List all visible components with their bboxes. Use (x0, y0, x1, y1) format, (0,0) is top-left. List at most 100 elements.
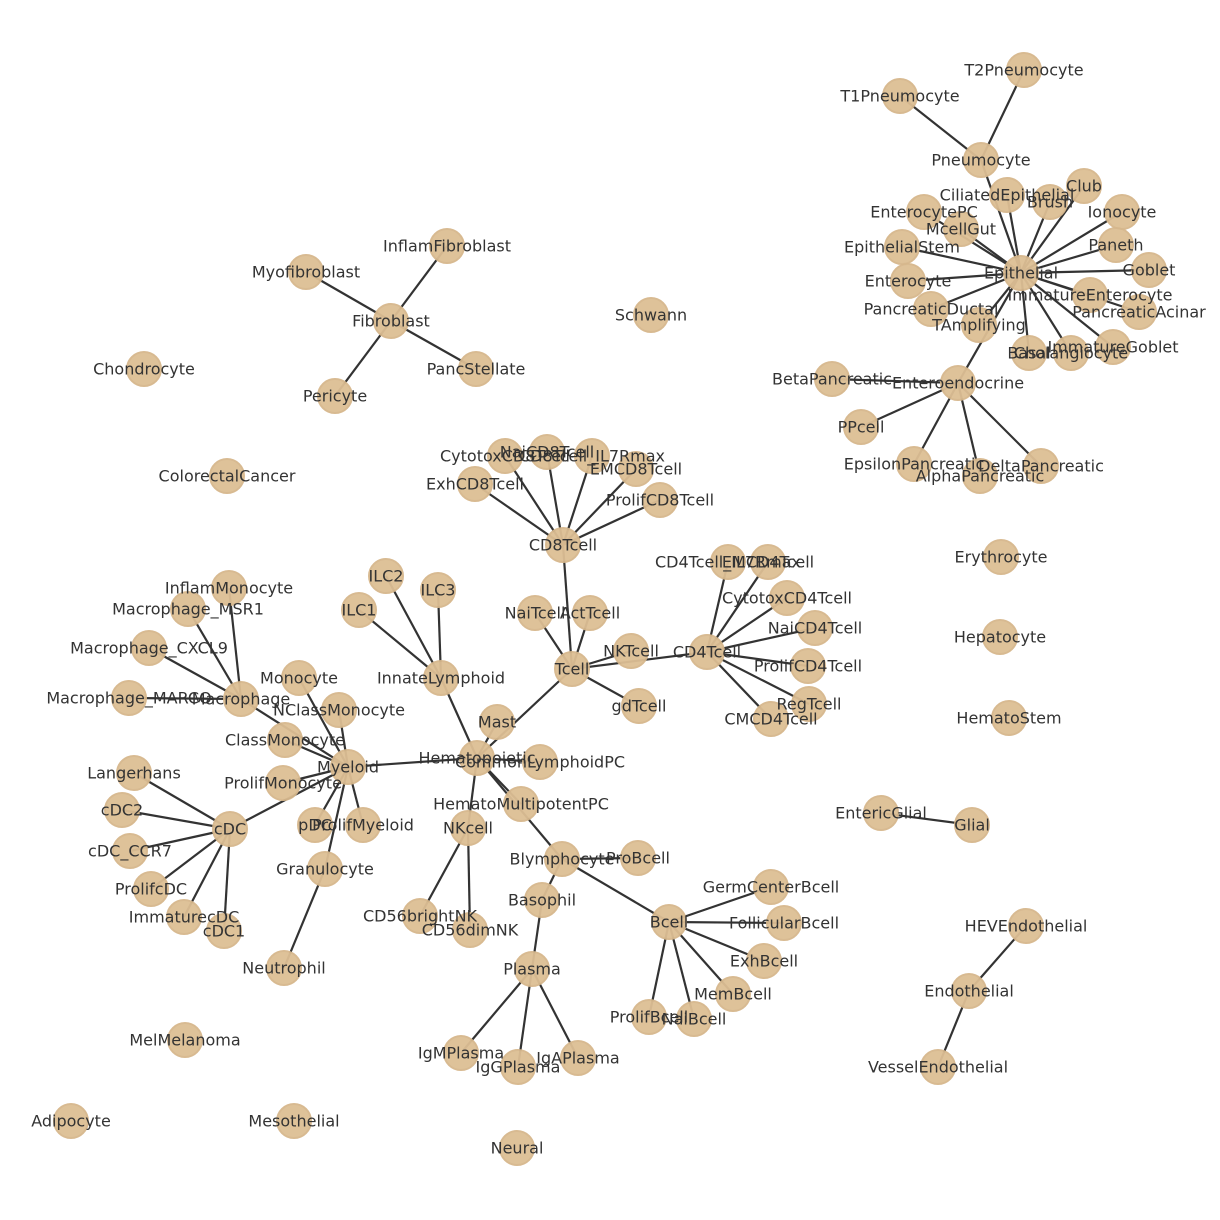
node-cdc1[interactable] (206, 913, 242, 949)
node-ilc2[interactable] (368, 558, 404, 594)
node-blymphocyte[interactable] (544, 841, 580, 877)
node-immaturecdc[interactable] (166, 899, 202, 935)
node-regtcell[interactable] (791, 686, 827, 722)
node-naibcell[interactable] (676, 1001, 712, 1037)
node-t2pneumocyte[interactable] (1006, 52, 1042, 88)
node-ppcell[interactable] (843, 409, 879, 445)
node-myeloid[interactable] (330, 749, 366, 785)
node-naitcell[interactable] (517, 595, 553, 631)
node-igmplasma[interactable] (443, 1035, 479, 1071)
node-prolifbcell[interactable] (631, 999, 667, 1035)
node-cytotoxcd8tcell[interactable] (487, 438, 523, 474)
node-inflammonocyte[interactable] (211, 570, 247, 606)
node-mcellgut[interactable] (943, 211, 979, 247)
node-goblet[interactable] (1131, 252, 1167, 288)
node-cholangiocyte[interactable] (1053, 335, 1089, 371)
node-iggplasma[interactable] (500, 1049, 536, 1085)
node-inflamfibroblast[interactable] (429, 228, 465, 264)
node-cmcd4tcell[interactable] (753, 701, 789, 737)
node-macrophage-msr1[interactable] (170, 591, 206, 627)
node-pneumocyte[interactable] (963, 142, 999, 178)
node-cdc[interactable] (212, 811, 248, 847)
node-cdc-ccr7[interactable] (112, 833, 148, 869)
node-nktcell[interactable] (613, 633, 649, 669)
node-exhbcell[interactable] (746, 943, 782, 979)
node-erythrocyte[interactable] (983, 539, 1019, 575)
node-adipocyte[interactable] (53, 1103, 89, 1139)
node-nkcell[interactable] (450, 810, 486, 846)
node-nclassmonocyte[interactable] (321, 692, 357, 728)
node-hematopoietic[interactable] (459, 740, 495, 776)
node-mast[interactable] (479, 704, 515, 740)
node-melmelanoma[interactable] (167, 1022, 203, 1058)
node-ilc1[interactable] (341, 592, 377, 628)
node-myofibroblast[interactable] (288, 254, 324, 290)
node-cd8tcell[interactable] (545, 527, 581, 563)
node-macrophage-marco[interactable] (111, 680, 147, 716)
node-granulocyte[interactable] (307, 851, 343, 887)
node-naicd8tcell[interactable] (529, 434, 565, 470)
node-entericglial[interactable] (863, 795, 899, 831)
node-emcd4tcell[interactable] (750, 544, 786, 580)
node-cytotoxcd4tcell[interactable] (769, 580, 805, 616)
node-cdc2[interactable] (104, 792, 140, 828)
node-mesothelial[interactable] (276, 1103, 312, 1139)
node-pancreaticacinar[interactable] (1121, 294, 1157, 330)
node-epsilonpancreatic[interactable] (896, 446, 932, 482)
node-pancstellate[interactable] (458, 351, 494, 387)
node-membcell[interactable] (715, 976, 751, 1012)
node-endothelial[interactable] (951, 973, 987, 1009)
node-tcell[interactable] (554, 651, 590, 687)
node-prolifcd8tcell[interactable] (642, 482, 678, 518)
node-tamplifying[interactable] (961, 307, 997, 343)
node-classmonocyte[interactable] (267, 722, 303, 758)
node-cd4tcell-il7rmax[interactable] (710, 544, 746, 580)
node-glial[interactable] (954, 807, 990, 843)
node-hevendothelial[interactable] (1008, 908, 1044, 944)
node-neural[interactable] (499, 1130, 535, 1166)
node-enterocyte[interactable] (890, 263, 926, 299)
node-epithelial[interactable] (1003, 255, 1039, 291)
node-cd4tcell[interactable] (689, 634, 725, 670)
node-acttcell[interactable] (572, 595, 608, 631)
node-enterocytepc[interactable] (906, 194, 942, 230)
node-hematomultipotentpc[interactable] (503, 786, 539, 822)
node-igaplasma[interactable] (560, 1040, 596, 1076)
node-betapancreatic[interactable] (814, 361, 850, 397)
node-exhcd8tcell[interactable] (457, 466, 493, 502)
node-epithelialstem[interactable] (884, 229, 920, 265)
node-deltapancreatic[interactable] (1023, 448, 1059, 484)
node-prolifmyeloid[interactable] (345, 807, 381, 843)
node-alphapancreatic[interactable] (962, 458, 998, 494)
node-club[interactable] (1066, 168, 1102, 204)
node-paneth[interactable] (1098, 227, 1134, 263)
node-t1pneumocyte[interactable] (882, 78, 918, 114)
node-bcell[interactable] (651, 904, 687, 940)
node-innatelymphoid[interactable] (423, 660, 459, 696)
node-cd8tcell-il7rmax[interactable] (574, 438, 610, 474)
node-germcenterbcell[interactable] (753, 869, 789, 905)
node-ilc3[interactable] (420, 572, 456, 608)
node-chondrocyte[interactable] (126, 351, 162, 387)
node-pancreaticductal[interactable] (913, 291, 949, 327)
node-pdc[interactable] (297, 807, 333, 843)
node-prolifcd4tcell[interactable] (790, 648, 826, 684)
node-colorectalcancer[interactable] (209, 458, 245, 494)
node-gdtcell[interactable] (621, 688, 657, 724)
node-emcd8tcell[interactable] (618, 451, 654, 487)
node-cd56dimnk[interactable] (452, 912, 488, 948)
node-macrophage-cxcl9[interactable] (131, 630, 167, 666)
node-neutrophil[interactable] (266, 950, 302, 986)
node-basal[interactable] (1011, 335, 1047, 371)
node-enteroendocrine[interactable] (940, 365, 976, 401)
node-schwann[interactable] (633, 297, 669, 333)
node-hepatocyte[interactable] (982, 619, 1018, 655)
node-probcell[interactable] (620, 840, 656, 876)
node-ciliatedepithelial[interactable] (989, 177, 1025, 213)
node-plasma[interactable] (514, 951, 550, 987)
node-vesselendothelial[interactable] (920, 1049, 956, 1085)
node-commonlymphoidpc[interactable] (522, 744, 558, 780)
node-hematostem[interactable] (991, 700, 1027, 736)
node-prolifmonocyte[interactable] (265, 765, 301, 801)
node-prolifcdc[interactable] (133, 871, 169, 907)
